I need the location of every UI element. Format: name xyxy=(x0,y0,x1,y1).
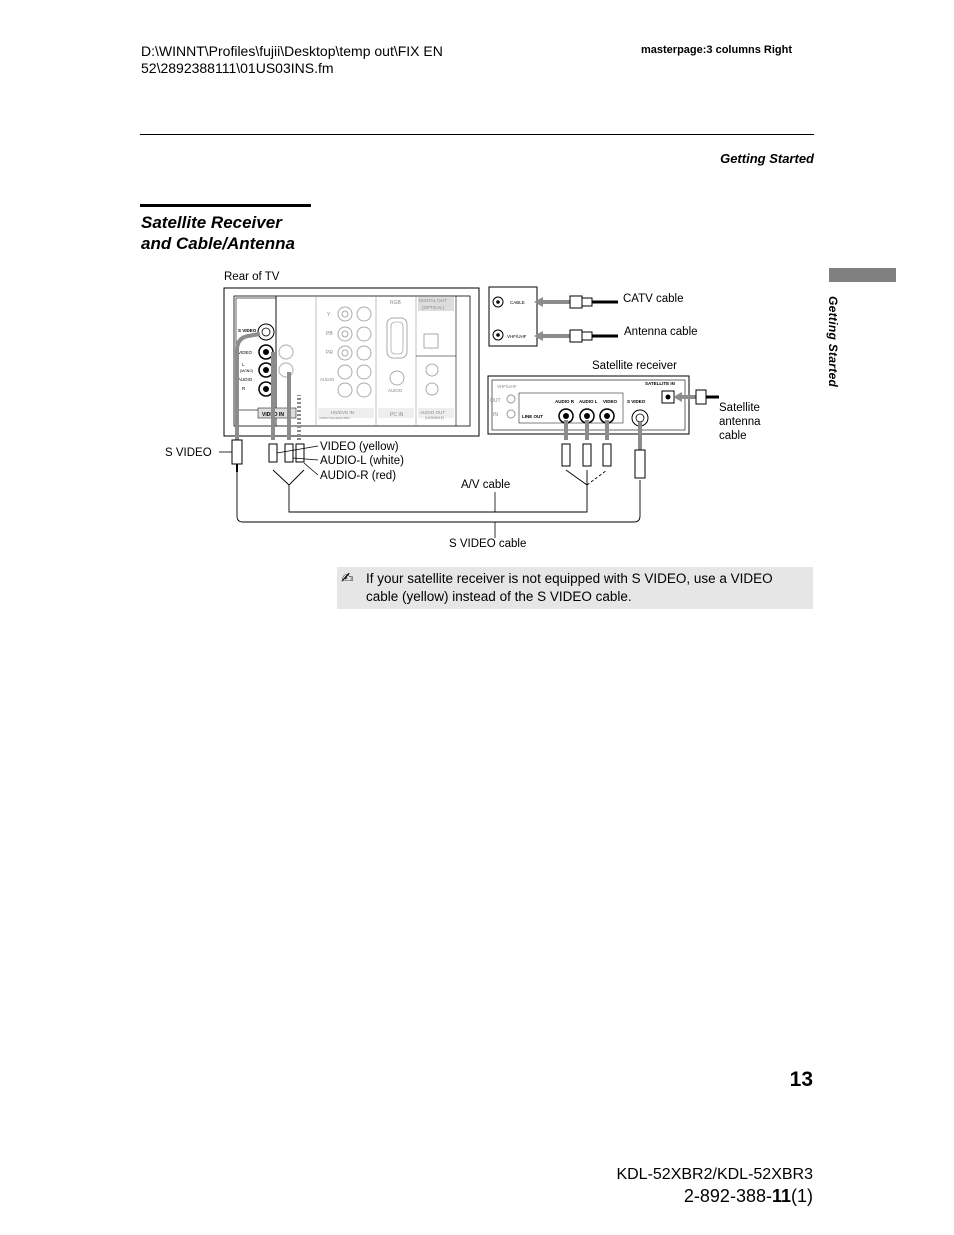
tv-digital-out-label: DIGITAL OUT xyxy=(419,298,447,303)
tv-variable-label: (VARIABLE) xyxy=(425,416,444,420)
section-title-line1: Satellite Receiver xyxy=(141,213,282,232)
antenna-input-box: CABLE VHF/UHF xyxy=(488,286,538,347)
rear-of-tv-label: Rear of TV xyxy=(224,271,280,283)
antenna-cables xyxy=(534,295,618,343)
satellite-antenna-cable-label-2: antenna xyxy=(719,416,761,428)
av-cable-label: A/V cable xyxy=(461,479,510,491)
tv-component-audio-label: AUDIO xyxy=(320,377,335,382)
note-text: If your satellite receiver is not equipp… xyxy=(366,571,773,604)
receiver-audio-l-label: AUDIO L xyxy=(579,399,598,404)
masterpage-label: masterpage:3 columns Right xyxy=(641,44,792,56)
side-tab-marker xyxy=(829,268,896,282)
s-video-cable xyxy=(236,472,641,523)
running-head: Getting Started xyxy=(720,151,814,166)
antenna-vhf-port-label: VHF/UHF xyxy=(507,334,527,339)
video-yellow-label: VIDEO (yellow) xyxy=(320,441,399,453)
receiver-video-label: VIDEO xyxy=(603,399,618,404)
tv-y-label: Y xyxy=(327,312,331,318)
satellite-in-arrow xyxy=(673,392,682,402)
receiver-satellite-in-label: SATELLITE IN xyxy=(645,381,675,386)
page-number: 13 xyxy=(789,1068,813,1091)
receiver-out-label: OUT xyxy=(490,398,501,404)
file-path: D:\WINNT\Profiles\fujii\Desktop\temp out… xyxy=(141,43,443,77)
tv-side-cables xyxy=(235,332,301,440)
tv-hddvd-in-label: HD/DVD IN xyxy=(331,410,354,415)
receiver-line-out-label: LINE OUT xyxy=(522,414,543,419)
tv-r-label: R xyxy=(242,386,246,391)
receiver-side-plugs xyxy=(561,389,719,479)
file-path-line2: 52\2892388111\01US03INS.fm xyxy=(141,60,334,76)
note-box xyxy=(337,567,813,609)
tv-pr-label: PR xyxy=(326,350,333,356)
satellite-antenna-cable-label-3: cable xyxy=(719,430,747,442)
audio-r-red-label: AUDIO-R (red) xyxy=(320,470,396,482)
connection-diagram: Rear of TV S VIDEO VIDEO L (MONO) AUDIO … xyxy=(165,271,761,550)
part-number-bold: 11 xyxy=(771,1186,791,1206)
file-path-line1: D:\WINNT\Profiles\fujii\Desktop\temp out… xyxy=(141,43,443,59)
section-title: Satellite Receiver and Cable/Antenna xyxy=(141,212,295,254)
tv-rgb-audio-label: AUDIO xyxy=(388,388,403,393)
receiver-s-video-label: S VIDEO xyxy=(627,399,646,404)
s-video-cable-label: S VIDEO cable xyxy=(449,538,526,550)
tv-side-plugs xyxy=(231,439,305,472)
satellite-receiver-label: Satellite receiver xyxy=(592,360,677,372)
tv-hddvd-sub-label: (1080i/720p/480p/480i) xyxy=(319,416,350,420)
tv-mono-label: (MONO) xyxy=(240,369,253,373)
model-number: KDL-52XBR2/KDL-52XBR3 xyxy=(616,1166,813,1183)
tv-optical-label: (OPTICAL) xyxy=(422,305,445,310)
tv-rgb-label: RGB xyxy=(390,300,402,306)
tv-audio-label: AUDIO xyxy=(238,377,253,382)
tv-video-label: VIDEO xyxy=(238,350,253,355)
tv-pb-label: PB xyxy=(326,331,333,337)
receiver-vhf-label: VHF/UHF xyxy=(497,384,517,389)
tv-rear-panel: S VIDEO VIDEO L (MONO) AUDIO R VIDEO IN … xyxy=(223,287,480,437)
section-title-line2: and Cable/Antenna xyxy=(141,234,295,253)
side-tab-label: Getting Started xyxy=(826,296,840,388)
s-video-label: S VIDEO xyxy=(165,447,212,459)
tv-svideo-label: S VIDEO xyxy=(238,328,257,333)
tv-audio-out-label: AUDIO OUT xyxy=(420,410,445,415)
part-number-suffix: (1) xyxy=(791,1186,813,1206)
satellite-antenna-cable-label-1: Satellite xyxy=(719,402,760,414)
tv-pc-in-label: PC IN xyxy=(390,412,404,418)
header-rule xyxy=(140,134,814,135)
tv-l-label: L xyxy=(242,362,245,367)
catv-cable-label: CATV cable xyxy=(623,293,684,305)
receiver-in-label: IN xyxy=(493,412,498,418)
part-number: 2-892-388-11(1) xyxy=(684,1186,813,1207)
antenna-cable-label: Antenna cable xyxy=(624,326,698,338)
av-cable xyxy=(272,469,608,513)
audio-l-white-label: AUDIO-L (white) xyxy=(320,455,404,467)
part-number-prefix: 2-892-388- xyxy=(683,1186,772,1206)
receiver-audio-r-label: AUDIO R xyxy=(555,399,575,404)
section-bar xyxy=(140,204,311,207)
antenna-cable-port-label: CABLE xyxy=(510,300,525,305)
note-pencil-icon: ✍ xyxy=(341,570,354,587)
